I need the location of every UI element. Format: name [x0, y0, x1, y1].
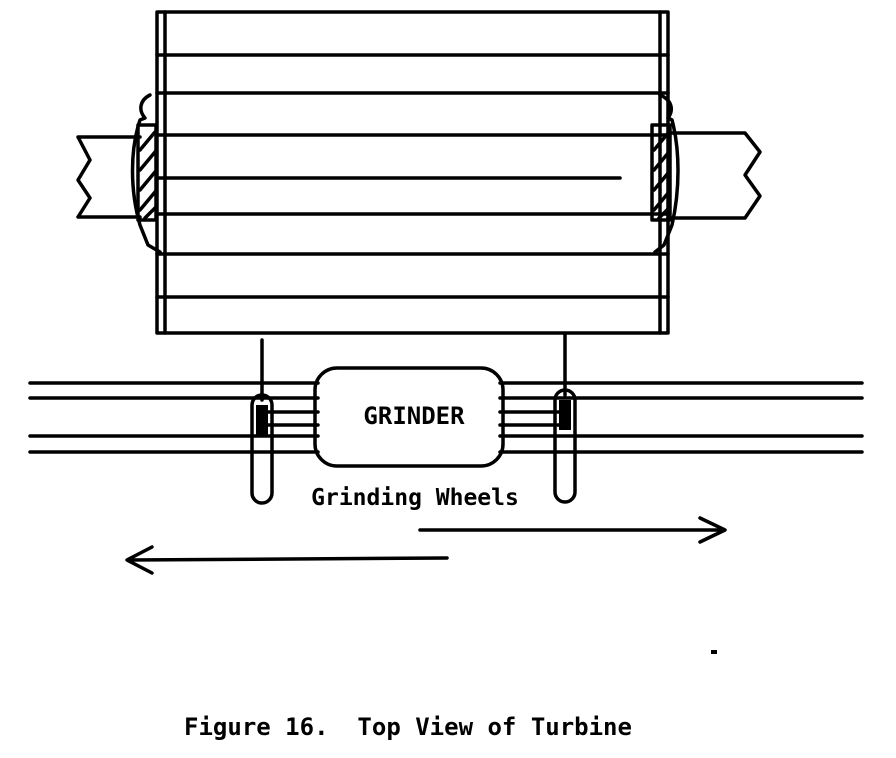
- grinding-wheels-label: Grinding Wheels: [311, 485, 519, 511]
- right-arrow: [418, 516, 727, 544]
- grinder-box: [313, 366, 505, 468]
- right-grinding-wheel: [553, 333, 577, 504]
- right-bearing: [650, 93, 680, 254]
- turbine-drum: [155, 10, 670, 335]
- left-grinding-wheel: [250, 338, 274, 505]
- right-shaft: [666, 131, 762, 220]
- speck: [711, 650, 717, 654]
- guide-rails: [28, 381, 864, 454]
- left-shaft: [76, 135, 142, 219]
- grinder-label: GRINDER: [363, 402, 465, 430]
- left-arrow: [125, 545, 449, 575]
- figure-caption: Figure 16. Top View of Turbine: [184, 713, 632, 741]
- left-bearing: [130, 93, 162, 254]
